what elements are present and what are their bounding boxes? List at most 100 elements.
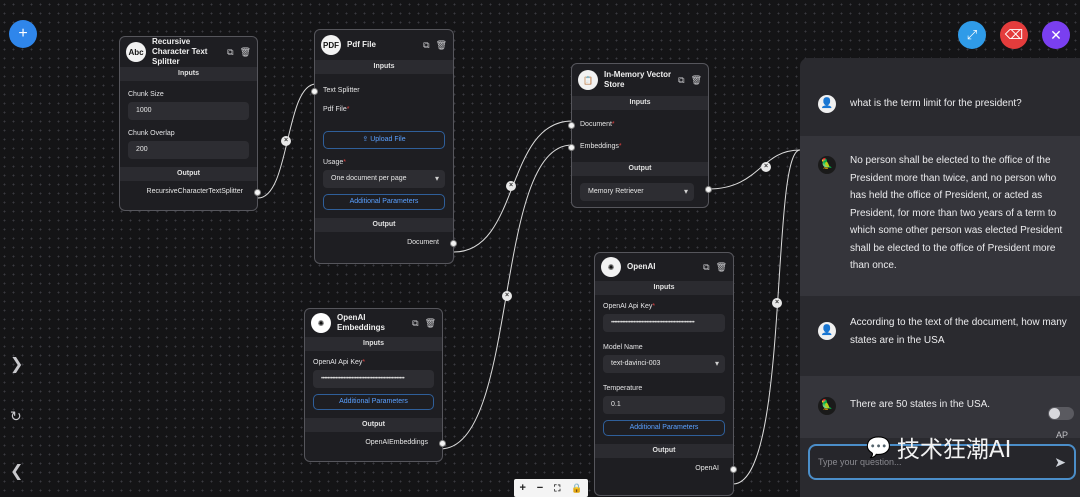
additional-parameters-button[interactable]: Additional Parameters — [603, 420, 725, 436]
add-node-button[interactable]: + — [9, 20, 37, 48]
input-handle[interactable] — [568, 144, 575, 151]
output-row: RecursiveCharacterTextSplitter — [120, 181, 261, 203]
node-title: OpenAI — [627, 262, 656, 271]
upload-file-label: Upload File — [370, 136, 406, 143]
delete-icon[interactable]: 🗑 — [715, 261, 727, 272]
document-label: Document — [580, 121, 612, 128]
edge-delete-icon[interactable]: × — [772, 298, 782, 308]
input-handle[interactable] — [568, 122, 575, 129]
fit-view-icon[interactable]: ⛶ — [554, 482, 561, 493]
upload-file-button[interactable]: ⇪ Upload File — [323, 131, 445, 149]
openai-embeddings-node[interactable]: ✺ OpenAI Embeddings ⧉ 🗑 Inputs OpenAI Ap… — [304, 308, 446, 462]
zoom-in-icon[interactable]: + — [519, 482, 526, 494]
duplicate-icon[interactable]: ⧉ — [703, 261, 710, 272]
output-row: OpenAIEmbeddings — [305, 432, 446, 454]
delete-icon[interactable]: 🗑 — [424, 317, 436, 328]
duplicate-icon[interactable]: ⧉ — [678, 74, 685, 85]
chat-panel: 👤 what is the term limit for the preside… — [800, 58, 1080, 497]
output-handle[interactable] — [705, 186, 712, 193]
inputs-header: Inputs — [572, 96, 708, 110]
chat-message-bot: 🦜 No person shall be elected to the offi… — [800, 136, 1080, 296]
model-name-label: Model Name — [603, 344, 643, 351]
chat-input[interactable]: Type your question... ➤ — [808, 444, 1076, 480]
edge-delete-icon[interactable]: × — [506, 181, 516, 191]
additional-parameters-button[interactable]: Additional Parameters — [323, 194, 445, 210]
lock-icon[interactable]: 🔒 — [571, 482, 583, 493]
inputs-header: Inputs — [120, 67, 257, 81]
chat-message-user: 👤 According to the text of the document,… — [800, 314, 1080, 358]
plus-icon: + — [18, 25, 28, 42]
send-icon[interactable]: ➤ — [1054, 454, 1066, 470]
output-handle[interactable] — [439, 440, 446, 447]
output-handle[interactable] — [254, 189, 261, 196]
chunk-size-input[interactable]: 1000 — [128, 102, 249, 120]
chunk-size-label: Chunk Size — [128, 91, 164, 98]
delete-icon[interactable]: 🗑 — [690, 74, 702, 85]
api-key-input[interactable]: ••••••••••••••••••••••••••••••••••••••••… — [313, 370, 434, 388]
text-splitter-node[interactable]: Abc Recursive Character Text Splitter ⧉ … — [119, 36, 261, 211]
api-key-label: OpenAI Api Key* — [313, 359, 366, 366]
theme-toggle[interactable] — [1048, 407, 1074, 420]
pdf-icon: PDF — [321, 35, 341, 55]
delete-icon[interactable]: 🗑 — [239, 46, 251, 57]
clear-chat-button[interactable]: ⌫ — [1000, 21, 1028, 49]
node-header: ✺ OpenAI ⧉ 🗑 — [595, 253, 733, 281]
additional-parameters-button[interactable]: Additional Parameters — [313, 394, 434, 410]
node-title: OpenAI Embeddings — [337, 313, 386, 332]
abc-icon: Abc — [126, 42, 146, 62]
delete-icon[interactable]: 🗑 — [435, 39, 447, 50]
upload-icon: ⇪ — [362, 136, 369, 143]
ap-label: AP — [1056, 430, 1069, 440]
refresh-icon[interactable]: ↻ — [10, 408, 22, 424]
wechat-icon: 💬 — [866, 435, 891, 459]
expand-icon: ⤢ — [966, 27, 978, 42]
output-handle[interactable] — [450, 240, 457, 247]
duplicate-icon[interactable]: ⧉ — [412, 317, 419, 328]
output-header: Output — [595, 444, 733, 458]
zoom-controls: + − ⛶ 🔒 — [514, 479, 588, 497]
openai-node[interactable]: ✺ OpenAI ⧉ 🗑 Inputs OpenAI Api Key* ••••… — [594, 252, 737, 496]
clipboard-icon: 📋 — [578, 70, 598, 90]
node-title: Recursive Character Text Splitter — [152, 37, 208, 66]
pdf-file-node[interactable]: PDF Pdf File ⧉ 🗑 Inputs Text Splitter Pd… — [311, 29, 457, 264]
openai-logo-icon: ✺ — [311, 313, 331, 333]
edge-delete-icon[interactable]: × — [761, 162, 771, 172]
usage-select[interactable]: One document per page — [323, 170, 445, 188]
output-select[interactable]: Memory Retriever — [580, 183, 694, 201]
duplicate-icon[interactable]: ⧉ — [423, 39, 430, 50]
close-icon: ✕ — [1050, 27, 1062, 43]
inputs-header: Inputs — [305, 337, 442, 351]
duplicate-icon[interactable]: ⧉ — [227, 46, 234, 57]
chat-message-user: 👤 what is the term limit for the preside… — [800, 90, 1080, 118]
output-row: Document — [315, 232, 457, 254]
usage-label: Usage* — [323, 159, 346, 166]
chunk-overlap-input[interactable]: 200 — [128, 141, 249, 159]
node-title: Pdf File — [347, 40, 376, 49]
node-title: In-Memory Vector Store — [604, 70, 672, 89]
edge-delete-icon[interactable]: × — [502, 291, 512, 301]
bot-avatar-icon: 🦜 — [818, 397, 836, 415]
bot-avatar-icon: 🦜 — [818, 156, 836, 174]
model-name-select[interactable]: text-davinci-003 — [603, 355, 725, 373]
edge-delete-icon[interactable]: × — [281, 136, 291, 146]
node-header: ✺ OpenAI Embeddings ⧉ 🗑 — [305, 309, 442, 337]
input-handle[interactable] — [311, 88, 318, 95]
embeddings-label: Embeddings — [580, 143, 619, 150]
embeddings-input-row: Embeddings* — [568, 136, 708, 158]
eraser-icon: ⌫ — [1004, 27, 1024, 42]
output-name: OpenAIEmbeddings — [365, 439, 428, 446]
chevron-right-icon[interactable]: ❯ — [10, 356, 24, 373]
output-handle[interactable] — [730, 466, 737, 473]
output-name: OpenAI — [695, 465, 719, 472]
output-header: Output — [120, 167, 257, 181]
user-avatar-icon: 👤 — [818, 95, 836, 113]
chevron-left-icon[interactable]: ❮ — [10, 463, 24, 480]
api-key-input[interactable]: ••••••••••••••••••••••••••••••••••••••••… — [603, 314, 725, 332]
temperature-input[interactable]: 0.1 — [603, 396, 725, 414]
user-avatar-icon: 👤 — [818, 322, 836, 340]
close-button[interactable]: ✕ — [1042, 21, 1070, 49]
expand-button[interactable]: ⤢ — [958, 21, 986, 49]
zoom-out-icon[interactable]: − — [536, 482, 544, 494]
text-splitter-input-row: Text Splitter — [311, 80, 453, 102]
vector-store-node[interactable]: 📋 In-Memory Vector Store ⧉ 🗑 Inputs Docu… — [568, 63, 712, 208]
